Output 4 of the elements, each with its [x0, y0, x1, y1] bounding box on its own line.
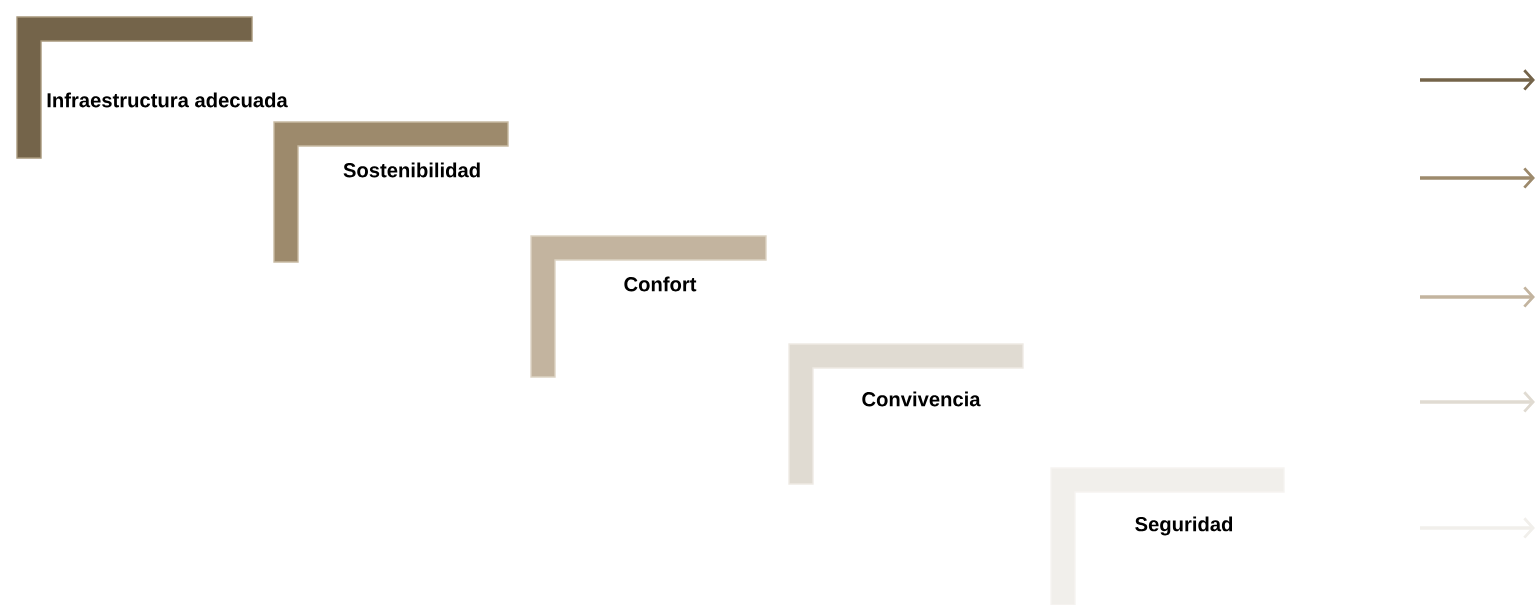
corner-band: Sostenibilidad [273, 121, 509, 263]
corner-band: Confort [530, 235, 767, 378]
corner-band: Convivencia [788, 343, 1024, 485]
corner-band: Seguridad [1050, 467, 1285, 605]
